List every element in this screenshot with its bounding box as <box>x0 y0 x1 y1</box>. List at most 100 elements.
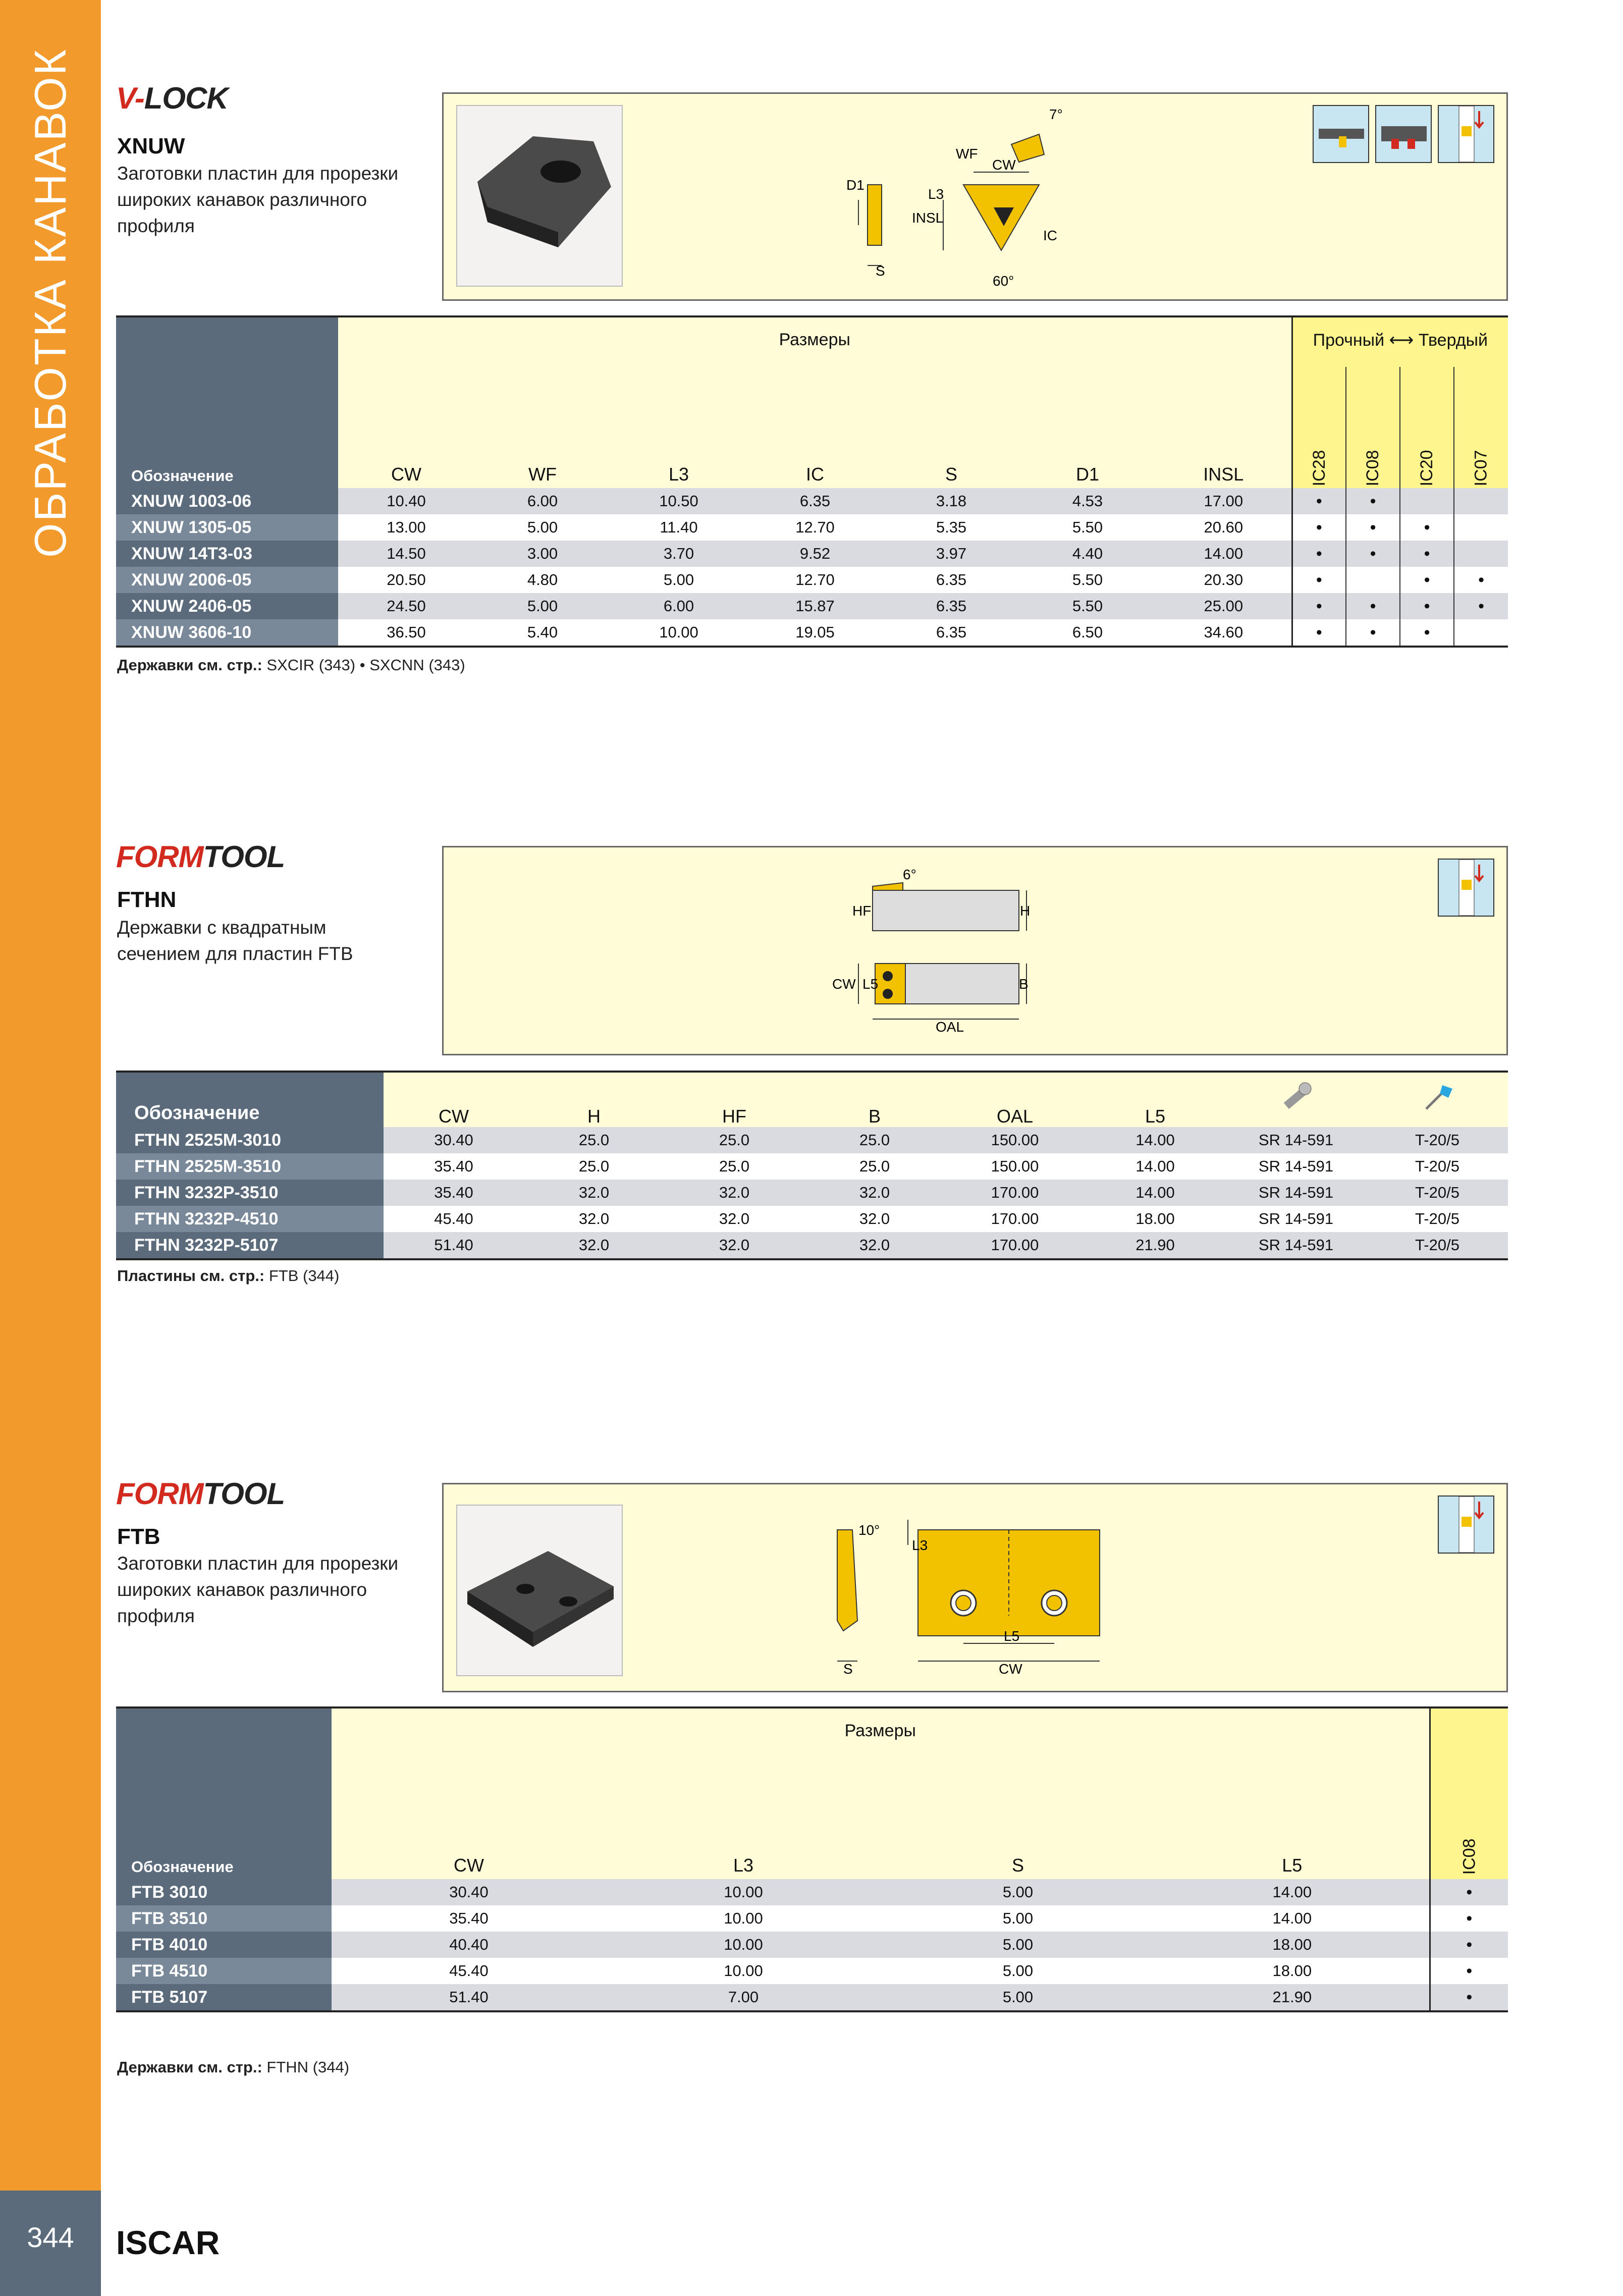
application-icon-3 <box>1438 105 1494 163</box>
cell-value: 5.00 <box>881 1879 1155 1905</box>
col-insl: INSL <box>1156 367 1292 488</box>
cell-value: 5.50 <box>1019 593 1156 619</box>
col-s: S <box>881 1758 1155 1879</box>
row-designation: FTHN 2525M-3010 <box>116 1127 384 1153</box>
cell-value: 25.0 <box>804 1127 945 1153</box>
grade-availability-dot: • <box>1399 567 1454 593</box>
cell-value: 14.00 <box>1156 541 1292 567</box>
reference-note: Державки см. стр.: SXCIR (343) • SXCNN (… <box>117 656 465 674</box>
cell-value: 25.0 <box>664 1153 804 1180</box>
grade-availability-dot <box>1453 514 1508 541</box>
application-icon-1 <box>1313 105 1369 163</box>
cell-value: 5.00 <box>881 1905 1155 1932</box>
cell-value: 18.00 <box>1155 1932 1430 1958</box>
screw-icon <box>1225 1071 1367 1127</box>
cell-value: 18.00 <box>1155 1958 1430 1984</box>
svg-text:IC: IC <box>1043 228 1057 243</box>
cell-value: 6.00 <box>474 488 611 514</box>
cell-value: 19.05 <box>747 619 883 647</box>
cell-value: 10.00 <box>606 1905 881 1932</box>
svg-text:L3: L3 <box>912 1537 928 1553</box>
key-icon <box>1367 1071 1508 1127</box>
grade-availability-dot: • <box>1429 1958 1508 1984</box>
grade-availability-dot: • <box>1453 593 1508 619</box>
product-description: Державки с квадратным сечением для пласт… <box>117 917 353 964</box>
cell-value: T-20/5 <box>1367 1153 1508 1180</box>
cell-value: 13.00 <box>338 514 474 541</box>
cell-value: SR 14-591 <box>1225 1206 1367 1232</box>
row-designation: FTB 4010 <box>116 1932 332 1958</box>
cell-value: 5.50 <box>1019 514 1156 541</box>
cell-value: 14.00 <box>1085 1180 1225 1206</box>
col-hf: HF <box>664 1071 804 1127</box>
svg-text:S: S <box>876 263 885 279</box>
col-cw: CW <box>384 1071 524 1127</box>
cell-value: 51.40 <box>384 1232 524 1259</box>
svg-text:10°: 10° <box>858 1522 880 1538</box>
grade-availability-dot: • <box>1291 488 1346 514</box>
cell-value: 170.00 <box>945 1232 1085 1259</box>
row-designation: XNUW 3606-10 <box>116 619 338 647</box>
cell-value: 45.40 <box>384 1206 524 1232</box>
grade-availability-dot: • <box>1345 593 1400 619</box>
grade-availability-dot: • <box>1345 619 1400 647</box>
svg-text:L5: L5 <box>1004 1628 1019 1644</box>
row-designation: FTHN 3232P-5107 <box>116 1232 384 1259</box>
cell-value: 12.70 <box>747 567 883 593</box>
cell-value: 32.0 <box>804 1180 945 1206</box>
formtool-logo: FORMTOOL <box>116 1477 285 1511</box>
grade-availability-dot <box>1453 488 1508 514</box>
ftb-dimension-diagram: 10° L3 S L5 CW <box>837 1520 1100 1677</box>
cell-value: 3.97 <box>883 541 1019 567</box>
svg-text:S: S <box>843 1661 853 1677</box>
row-designation: XNUW 1003-06 <box>116 488 338 514</box>
grade-availability-dot: • <box>1291 567 1346 593</box>
vlock-logo: V-LOCK <box>116 81 229 115</box>
application-icon <box>1438 859 1494 917</box>
application-icon <box>1438 1496 1494 1554</box>
cell-value: 20.30 <box>1156 567 1292 593</box>
grade-availability-dot: • <box>1429 1879 1508 1905</box>
cell-value: 9.52 <box>747 541 883 567</box>
cell-value: 14.00 <box>1085 1127 1225 1153</box>
cell-value: 3.18 <box>883 488 1019 514</box>
cell-value: 20.60 <box>1156 514 1292 541</box>
grade-availability-dot <box>1345 567 1400 593</box>
col-grade-ic08: IC08 <box>1345 367 1400 488</box>
svg-text:CW: CW <box>992 157 1016 173</box>
cell-value: 45.40 <box>332 1958 606 1984</box>
cell-value: 6.35 <box>883 593 1019 619</box>
cell-value: 10.50 <box>611 488 747 514</box>
grade-scale-header: Прочный ⟷ Твердый <box>1291 315 1508 367</box>
cell-value: 3.70 <box>611 541 747 567</box>
svg-text:B: B <box>1019 976 1029 992</box>
svg-text:OAL: OAL <box>936 1019 964 1035</box>
row-designation: FTHN 3232P-4510 <box>116 1206 384 1232</box>
cell-value: 5.00 <box>474 514 611 541</box>
cell-value: 32.0 <box>804 1206 945 1232</box>
cell-value: 170.00 <box>945 1180 1085 1206</box>
cell-value: 5.00 <box>611 567 747 593</box>
cell-value: 5.00 <box>881 1984 1155 2011</box>
holder-dimension-diagram: 6° HF H CW L5 B OAL <box>832 867 1030 1035</box>
cell-value: 32.0 <box>664 1206 804 1232</box>
row-designation: XNUW 14T3-03 <box>116 541 338 567</box>
cell-value: SR 14-591 <box>1225 1153 1367 1180</box>
cell-value: 25.0 <box>804 1153 945 1180</box>
cell-value: 3.00 <box>474 541 611 567</box>
col-l3: L3 <box>611 367 747 488</box>
cell-value: 51.40 <box>332 1984 606 2011</box>
grade-availability-dot <box>1453 541 1508 567</box>
cell-value: 25.0 <box>524 1153 664 1180</box>
grade-availability-dot: • <box>1399 541 1454 567</box>
designation-header: Обозначение <box>116 1706 332 1879</box>
svg-text:INSL: INSL <box>912 210 943 226</box>
xnuw-spec-table: Обозначение Размеры Прочный ⟷ Твердый CW… <box>116 315 1508 648</box>
